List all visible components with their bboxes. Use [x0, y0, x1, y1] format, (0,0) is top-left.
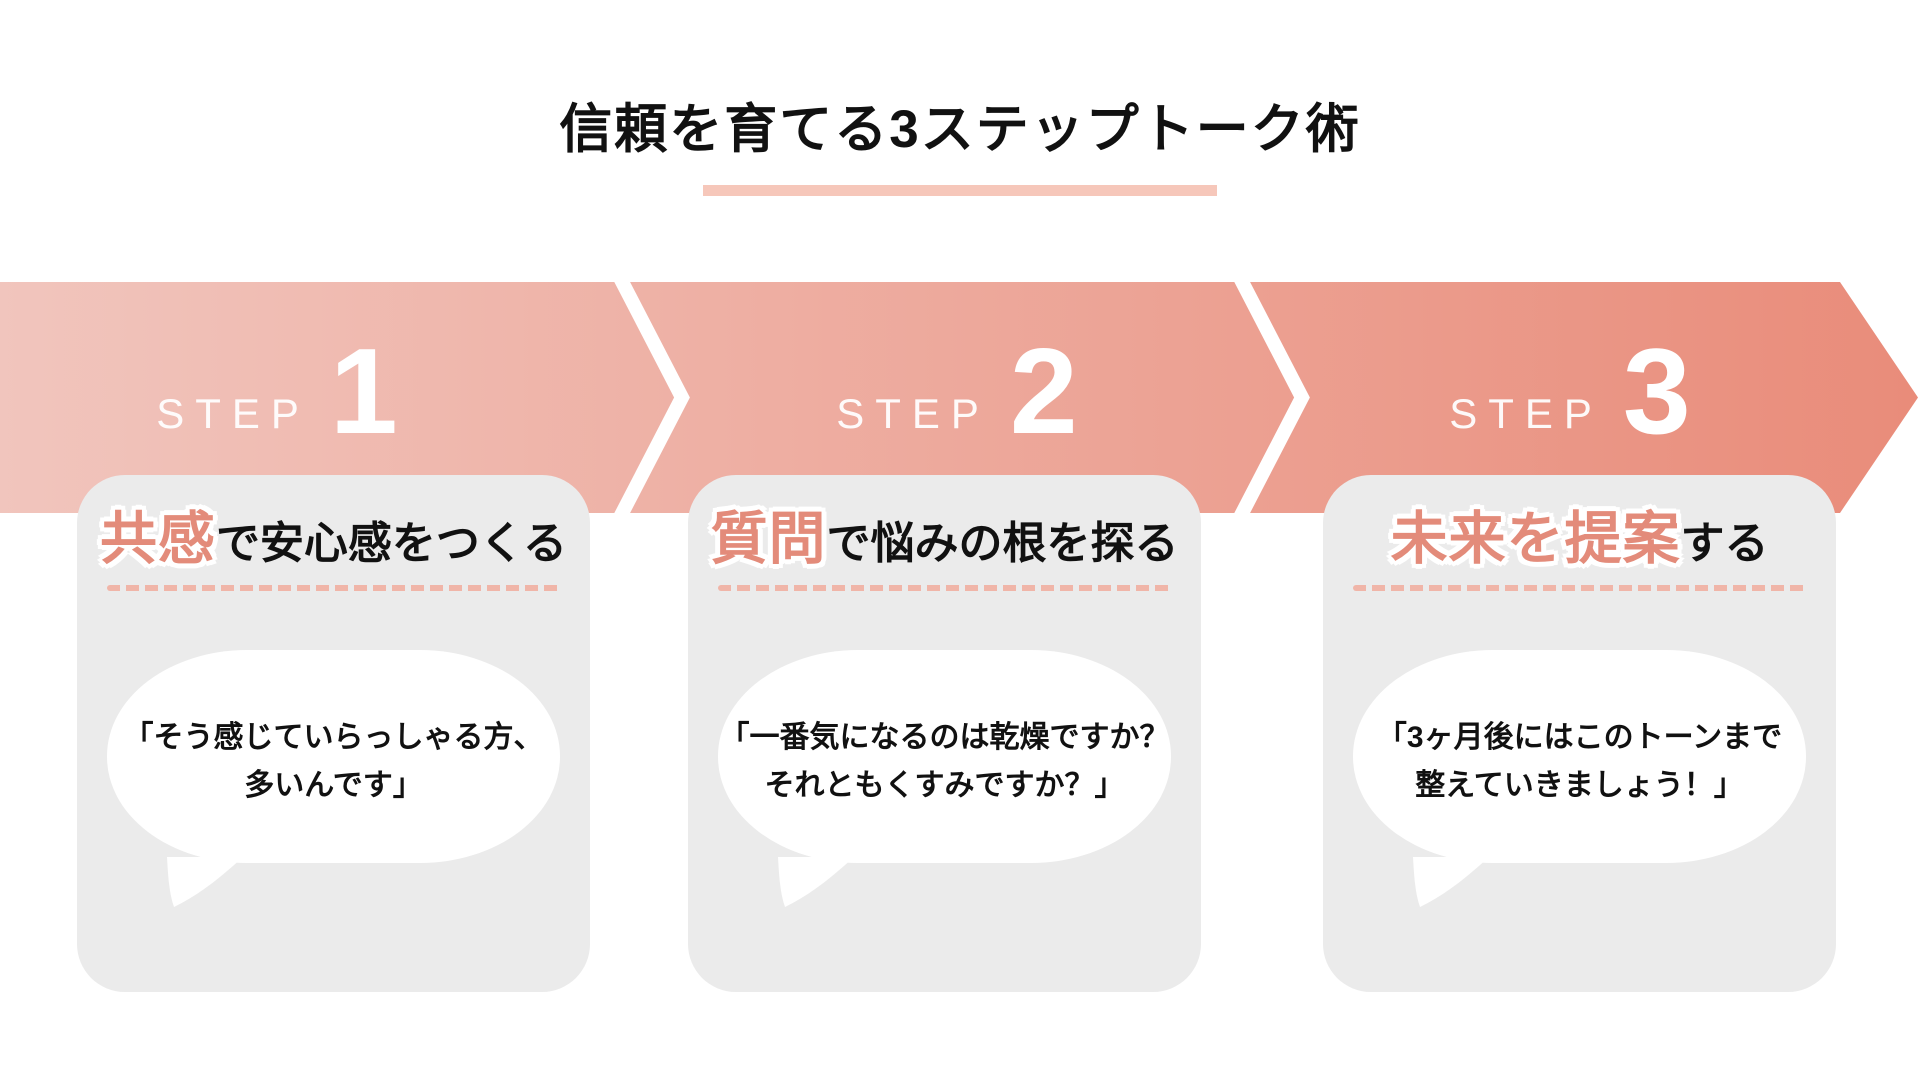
speech-bubble: 「3ヶ月後にはこのトーンまで 整えていきましょう！」 — [1353, 650, 1806, 907]
heading-rest: で悩みの根を探る — [826, 519, 1179, 568]
bubble-text-line: 整えていきましょう！」 — [1415, 768, 1744, 802]
step-word: STEP — [1449, 390, 1603, 437]
heading-highlight: 質問 — [710, 507, 827, 571]
bubble-text-line: 多いんです」 — [244, 768, 423, 802]
step-label-2: STEP 2 — [836, 325, 1078, 452]
step-number: 2 — [1009, 323, 1078, 459]
bubble-text-line: 「そう感じていらっしゃる方、 — [123, 720, 544, 754]
heading-highlight: 未来を提案 — [1390, 507, 1681, 571]
step-card-3: 未来を提案する 「3ヶ月後にはこのトーンまで 整えていきましょう！」 — [1323, 475, 1836, 992]
step-label-3: STEP 3 — [1449, 325, 1691, 452]
speech-bubble-tail-icon — [1413, 857, 1489, 907]
step-label-1: STEP 1 — [156, 325, 398, 452]
step-number: 1 — [329, 323, 398, 459]
speech-bubble-tail-icon — [778, 857, 854, 907]
title-underline — [703, 185, 1217, 196]
step-number: 3 — [1622, 323, 1691, 459]
dashed-divider — [107, 585, 560, 591]
speech-bubble: 「一番気になるのは乾燥ですか？ それともくすみですか？」 — [718, 650, 1171, 907]
step-word: STEP — [156, 390, 310, 437]
bubble-text-line: 「一番気になるのは乾燥ですか？ — [719, 720, 1170, 754]
step-banner-arrow — [0, 282, 1918, 513]
step-card-2: 質問で悩みの根を探る 「一番気になるのは乾燥ですか？ それともくすみですか？」 — [688, 475, 1201, 992]
card-heading: 共感で安心感をつくる — [77, 493, 590, 575]
bubble-text-line: 「3ヶ月後にはこのトーンまで — [1376, 720, 1783, 754]
dashed-divider — [718, 585, 1171, 591]
chevron-separator-icon — [614, 282, 690, 513]
dashed-divider — [1353, 585, 1806, 591]
heading-highlight: 共感 — [99, 507, 216, 571]
chevron-separator-icon — [1234, 282, 1310, 513]
page-title: 信頼を育てる3ステップトーク術 — [559, 100, 1361, 159]
card-heading: 未来を提案する — [1323, 493, 1836, 575]
step-word: STEP — [836, 390, 990, 437]
bubble-text-line: それともくすみですか？」 — [764, 768, 1125, 802]
step-card-1: 共感で安心感をつくる 「そう感じていらっしゃる方、 多いんです」 — [77, 475, 590, 992]
speech-bubble-tail-icon — [167, 857, 243, 907]
speech-bubble: 「そう感じていらっしゃる方、 多いんです」 — [107, 650, 560, 907]
card-heading: 質問で悩みの根を探る — [688, 493, 1201, 575]
heading-rest: する — [1680, 519, 1769, 568]
heading-rest: で安心感をつくる — [215, 519, 568, 568]
banner-shape — [0, 282, 1918, 513]
